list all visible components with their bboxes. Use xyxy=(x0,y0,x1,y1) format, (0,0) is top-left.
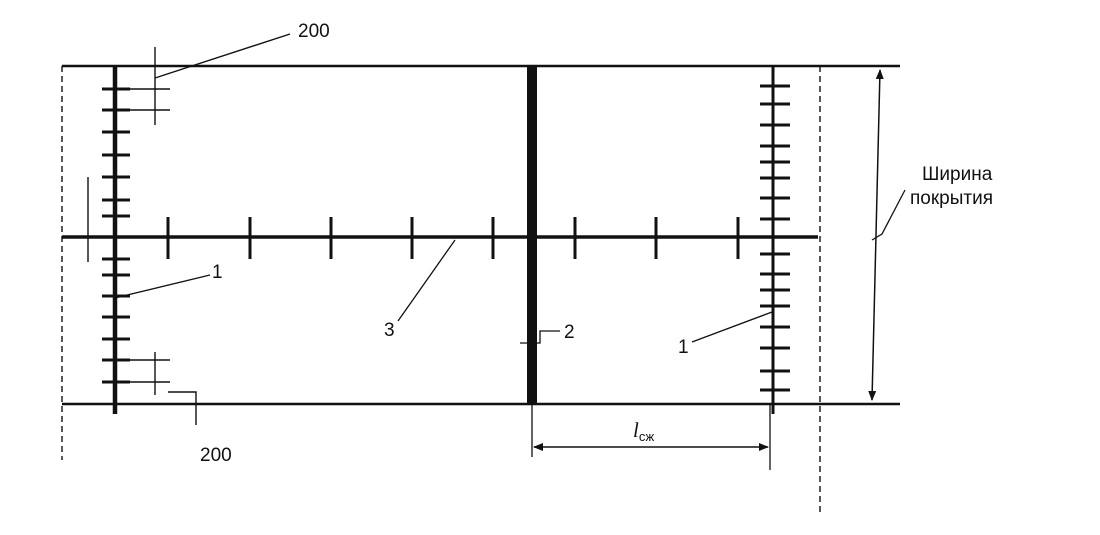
label-width-line1: Ширина xyxy=(922,164,993,185)
leader-line-2 xyxy=(520,330,560,344)
dimension-200-bottom xyxy=(120,352,197,425)
width-leader-line xyxy=(871,189,906,241)
axis-tick-group xyxy=(166,217,740,259)
label-200-top: 200 xyxy=(298,21,330,42)
width-dimension-arrow xyxy=(868,69,884,401)
label-1-left: 1 xyxy=(212,262,223,283)
label-3: 3 xyxy=(384,320,395,341)
label-200-bottom: 200 xyxy=(200,445,232,466)
label-length-sub: сж xyxy=(639,429,655,444)
label-length-main: l xyxy=(633,418,639,442)
label-2: 2 xyxy=(564,322,575,343)
compression-joint xyxy=(527,66,537,404)
label-width-line2: покрытия xyxy=(910,188,993,209)
leader-line-1-right xyxy=(691,311,773,343)
label-1-right: 1 xyxy=(678,337,689,358)
leader-line-3 xyxy=(397,239,456,322)
dimension-200-top xyxy=(120,33,291,125)
label-length: lсж xyxy=(633,418,654,444)
leader-line-1-left xyxy=(114,274,211,299)
right-dowel-group xyxy=(760,84,790,392)
